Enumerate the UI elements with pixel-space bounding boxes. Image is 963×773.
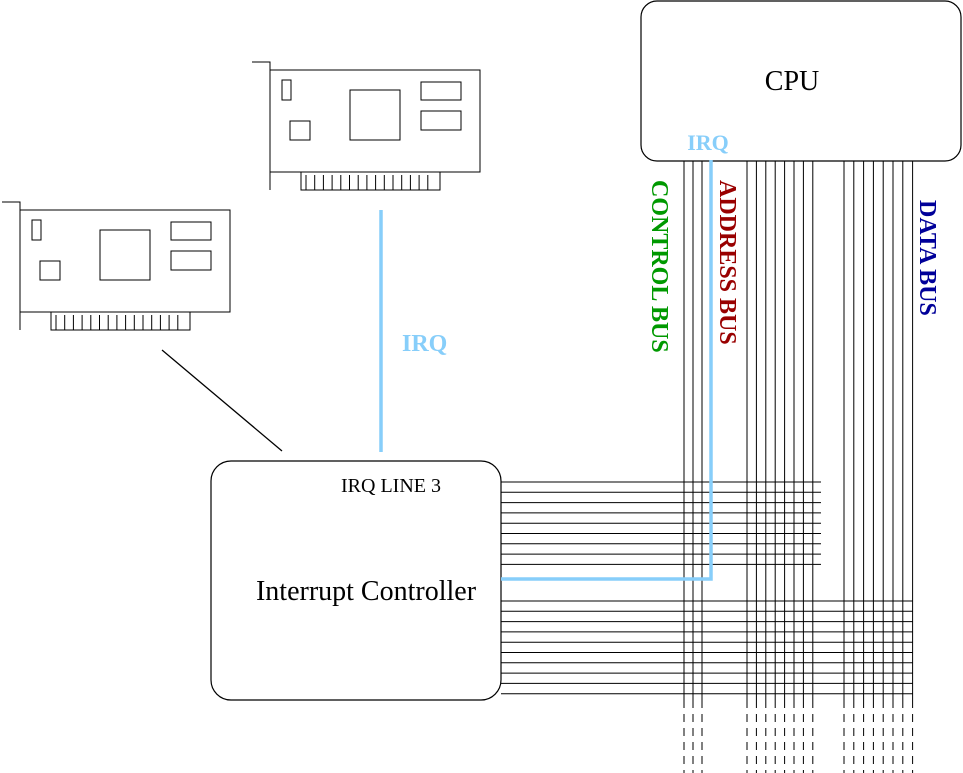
expansion-card-left xyxy=(2,201,231,331)
card-irq-label: IRQ xyxy=(402,331,447,357)
control-bus-label: CONTROL BUS xyxy=(646,180,672,353)
address-bus-label: ADDRESS BUS xyxy=(714,180,740,345)
expansion-card-icon xyxy=(2,201,231,331)
cpu-label: CPU xyxy=(765,66,819,97)
expansion-card-icon xyxy=(252,61,481,191)
interrupt-controller-label: Interrupt Controller xyxy=(256,576,477,607)
expansion-card-top xyxy=(252,61,481,191)
bus-lines xyxy=(683,161,914,773)
irq-line-label: IRQ LINE 3 xyxy=(341,475,441,497)
irq-path xyxy=(501,160,713,581)
data-bus-label: DATA BUS xyxy=(914,200,940,316)
controller-lines xyxy=(501,481,913,695)
card-connector-line xyxy=(161,349,283,452)
cpu-box xyxy=(640,0,962,162)
cpu-irq-label: IRQ xyxy=(687,130,729,155)
